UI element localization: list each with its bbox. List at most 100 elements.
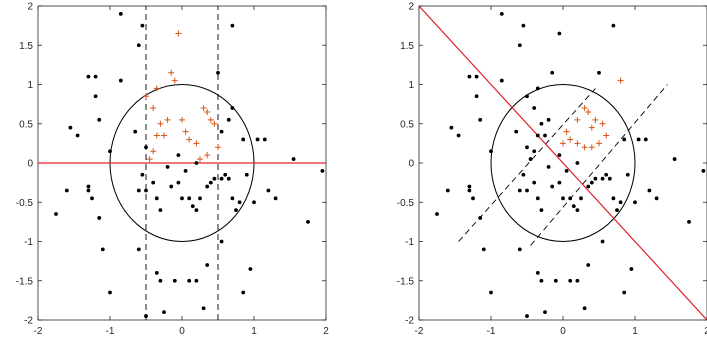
data-point-dot [489, 290, 493, 295]
data-point-dot [478, 216, 483, 220]
data-point-dot [216, 70, 220, 75]
data-point-dot [525, 188, 529, 193]
data-point-dot [219, 129, 224, 134]
data-point-dot [64, 188, 69, 193]
y-tick-label: 0.5 [400, 119, 414, 130]
y-tick-label: 1 [27, 80, 33, 91]
data-point-dot [600, 239, 605, 244]
data-point-dot [201, 306, 206, 311]
data-point-dot [532, 180, 537, 185]
data-point-dot [183, 168, 188, 173]
data-point-dot [158, 278, 163, 283]
data-point-dot [539, 208, 544, 213]
data-point-plus [560, 140, 566, 147]
data-point-dot [75, 133, 80, 138]
data-point-dot [543, 310, 547, 315]
y-tick-label: -2 [405, 316, 414, 327]
data-point-plus [153, 85, 160, 92]
data-point-dot [528, 157, 533, 161]
data-point-dot [266, 188, 271, 193]
data-point-plus [186, 136, 193, 143]
x-tick-label: -1 [487, 326, 496, 337]
data-point-dot [133, 129, 138, 134]
data-point-dot [568, 196, 573, 201]
data-point-dot [234, 208, 238, 213]
y-tick-label: -1.5 [397, 276, 415, 287]
data-point-dot [255, 137, 260, 142]
data-point-dot [136, 247, 141, 252]
data-point-dot [118, 78, 123, 83]
data-point-dot [553, 278, 558, 283]
decision-line [419, 6, 707, 320]
data-point-dot [140, 23, 145, 28]
data-point-dot [467, 188, 472, 193]
data-point-plus [599, 120, 606, 127]
unit-circle [490, 84, 636, 242]
data-point-dot [474, 94, 479, 99]
data-point-dot [654, 196, 659, 201]
data-point-dot [158, 208, 163, 213]
data-point-dot [586, 263, 591, 267]
data-point-plus [563, 128, 570, 135]
x-tick-label: 2 [704, 326, 707, 337]
data-point-dot [144, 188, 148, 193]
data-point-dot [93, 94, 98, 99]
dashed-margin-line [458, 88, 596, 242]
data-point-dot [557, 180, 562, 185]
data-point-dot [532, 149, 537, 154]
data-point-plus [204, 152, 211, 159]
data-point-dot [190, 204, 195, 209]
data-point-plus [150, 105, 157, 112]
y-tick-label: 0 [408, 159, 414, 170]
data-point-dot [136, 188, 141, 193]
y-tick-label: -1 [24, 237, 33, 248]
data-point-dot [144, 145, 148, 150]
data-point-dot [561, 196, 565, 201]
data-point-plus [146, 156, 153, 163]
data-point-dot [611, 23, 616, 28]
data-point-dot [517, 43, 522, 48]
data-point-dot [550, 184, 555, 189]
data-point-dot [241, 290, 246, 295]
y-tick-label: -0.5 [16, 198, 34, 209]
data-point-dot [237, 200, 242, 205]
data-point-plus [204, 108, 211, 115]
data-point-dot [241, 137, 246, 142]
y-tick-label: -0.5 [397, 198, 415, 209]
data-point-dot [86, 74, 91, 79]
data-point-dot [194, 161, 199, 165]
data-point-dot [187, 196, 192, 201]
data-point-dot [539, 121, 544, 126]
data-point-dot [194, 208, 199, 213]
data-point-dot [546, 165, 551, 169]
data-point-plus [161, 132, 167, 139]
y-tick-label: 2 [27, 2, 33, 13]
data-point-dot [543, 133, 547, 138]
data-point-dot [187, 278, 192, 283]
data-point-dot [108, 290, 112, 295]
data-point-dot [589, 180, 594, 185]
x-tick-label: 2 [323, 326, 329, 337]
data-point-dot [514, 129, 519, 134]
y-tick-label: -1.5 [16, 276, 34, 287]
data-point-plus [581, 105, 588, 112]
data-point-dot [643, 137, 648, 142]
data-point-dot [162, 310, 166, 315]
data-point-dot [586, 184, 591, 189]
data-point-dot [607, 176, 612, 181]
data-point-dot [445, 188, 450, 193]
data-point-dot [474, 74, 479, 79]
data-point-dot [546, 117, 551, 122]
y-tick-label: -1 [405, 237, 414, 248]
data-point-dot [489, 149, 493, 154]
data-point-dot [568, 278, 573, 283]
y-tick-label: 2 [408, 2, 414, 13]
data-point-dot [144, 314, 148, 318]
data-point-dot [687, 219, 691, 224]
y-tick-label: 1 [408, 80, 414, 91]
data-point-dot [154, 271, 159, 275]
data-point-dot [320, 168, 325, 173]
data-point-plus [193, 140, 200, 147]
data-point-dot [597, 70, 601, 75]
